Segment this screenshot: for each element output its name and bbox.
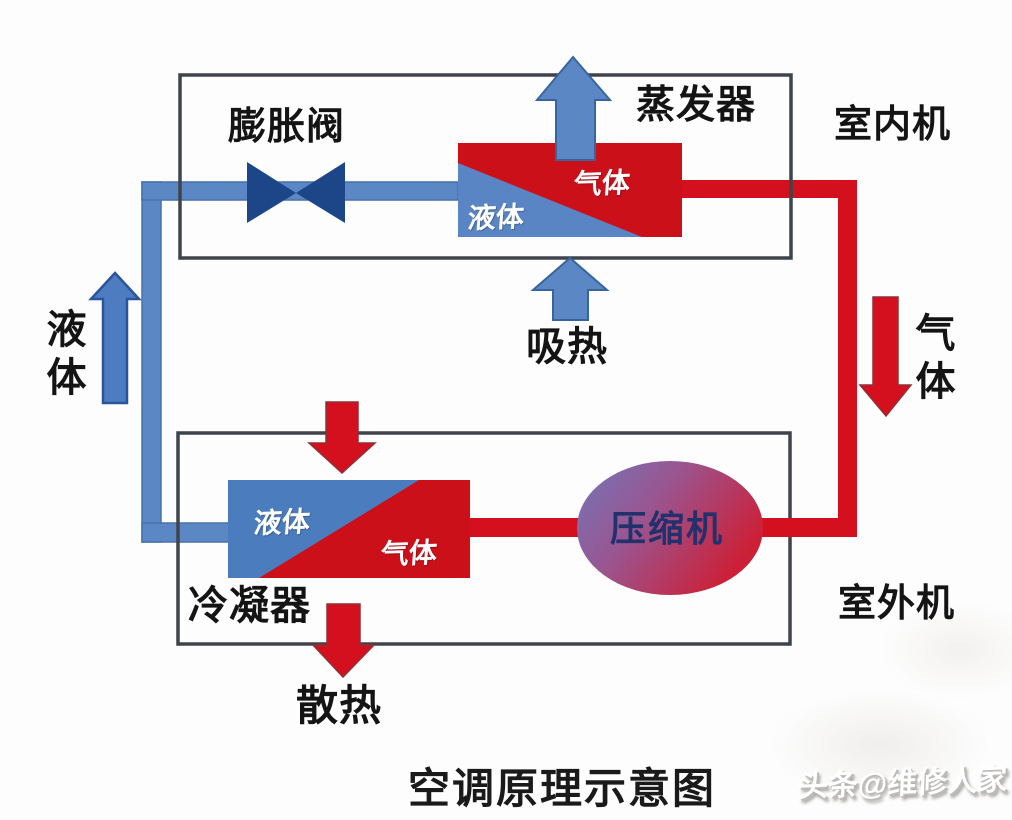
condenser-label: 冷凝器 [188, 584, 311, 628]
outdoor-unit-box [176, 431, 792, 646]
compressor-ellipse [577, 461, 763, 595]
release-heat-label: 散热 [296, 682, 383, 729]
liquid-pipe-to-condenser [141, 522, 233, 543]
diagram-title: 空调原理示意图 [408, 765, 717, 812]
evaporator-liquid-label: 液体 [466, 201, 526, 234]
watermark-text: 头条@维修人家 [797, 763, 1008, 804]
evaporator-gas-label: 气体 [572, 167, 632, 200]
indoor-unit-label: 室内机 [834, 104, 952, 146]
gas-pipe-right-vertical [838, 180, 857, 537]
evaporator-label: 蒸发器 [636, 84, 757, 127]
compressor-label: 压缩机 [610, 508, 725, 549]
outdoor-unit-label: 室外机 [838, 583, 956, 625]
evaporator-liquid-region [458, 163, 642, 237]
liquid-flow-up-arrow-icon [88, 271, 142, 405]
absorb-heat-arrow-icon [530, 256, 610, 321]
gas-side-label: 气体 [915, 312, 957, 404]
heat-out-top-arrow-icon [534, 55, 613, 161]
liquid-pipe-left-vertical [141, 181, 162, 543]
indoor-unit-box [178, 73, 793, 260]
expansion-valve-icon [296, 162, 345, 223]
gas-flow-down-arrow-icon [858, 296, 913, 418]
absorb-heat-label: 吸热 [526, 325, 608, 369]
release-heat-arrow-icon [311, 603, 376, 679]
expansion-valve-label: 膨胀阀 [228, 106, 346, 148]
gas-pipe-from-evaporator [682, 180, 857, 198]
condenser-liquid-region [228, 480, 419, 578]
condenser-gas-label: 气体 [379, 537, 439, 570]
condenser-liquid-label: 液体 [252, 506, 312, 539]
expansion-valve-icon [247, 162, 296, 223]
liquid-side-label: 液体 [46, 308, 88, 400]
condenser-inlet-arrow-icon [307, 401, 377, 475]
